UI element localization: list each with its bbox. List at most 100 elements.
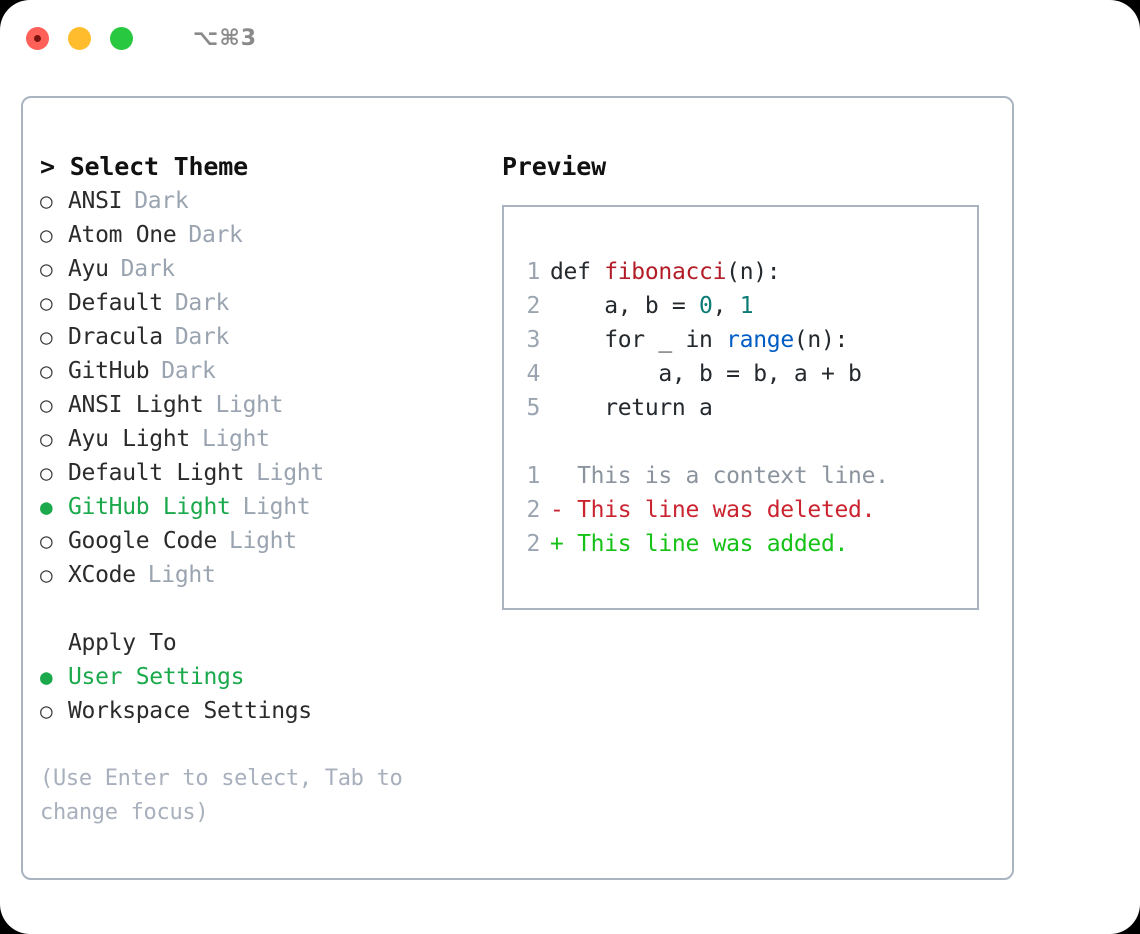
apply-to-option[interactable]: ○ Workspace Settings: [40, 694, 502, 728]
theme-category-tag: Light: [256, 460, 324, 486]
code-token: 0: [699, 293, 713, 319]
line-number: 2: [526, 497, 540, 523]
code-token: range: [726, 327, 794, 353]
theme-category-tag: Dark: [120, 256, 176, 282]
radio-unselected-icon[interactable]: ○: [40, 291, 53, 315]
code-token: fibonacci: [604, 259, 727, 285]
radio-unselected-icon[interactable]: ○: [40, 189, 53, 213]
code-token: (n):: [726, 259, 781, 285]
line-number: 2: [526, 293, 540, 319]
code-line: 2 a, b = 0, 1: [504, 289, 977, 323]
window-controls: [26, 26, 133, 50]
radio-selected-icon[interactable]: ●: [40, 665, 53, 689]
apply-to-label: Workspace Settings: [68, 698, 312, 724]
code-token: a, b =: [550, 293, 700, 319]
line-number: 1: [526, 463, 540, 489]
line-number: 5: [526, 395, 540, 421]
code-token: 1: [739, 293, 754, 319]
theme-list-item[interactable]: ○ Default Light Light: [40, 456, 502, 490]
theme-name: XCode: [68, 562, 136, 588]
code-line: 1 def fibonacci(n):: [504, 255, 977, 289]
radio-unselected-icon[interactable]: ○: [40, 427, 53, 451]
code-gap: [504, 425, 977, 459]
radio-unselected-icon[interactable]: ○: [40, 393, 53, 417]
radio-unselected-icon[interactable]: ○: [40, 529, 53, 553]
radio-unselected-icon[interactable]: ○: [40, 325, 53, 349]
theme-list-item[interactable]: ○ Dracula Dark: [40, 320, 502, 354]
close-button[interactable]: [26, 26, 49, 50]
diff-line: 2 - This line was deleted.: [504, 493, 977, 527]
theme-list-item[interactable]: ○ Ayu Dark: [40, 252, 502, 286]
code-line: 4 a, b = b, a + b: [504, 357, 977, 391]
title-bar: ⌥⌘3: [0, 0, 1140, 76]
theme-category-tag: Light: [229, 528, 297, 554]
theme-category-tag: Light: [201, 426, 270, 452]
code-text: return a: [550, 391, 713, 425]
line-number: 4: [526, 361, 540, 387]
theme-list-item[interactable]: ○ Atom One Dark: [40, 218, 502, 252]
theme-list-item[interactable]: ○ Ayu Light Light: [40, 422, 502, 456]
code-line: 5 return a: [504, 391, 977, 425]
theme-name: ANSI: [68, 188, 123, 214]
theme-list-item[interactable]: ● GitHub Light Light: [40, 490, 502, 524]
code-text: def fibonacci(n):: [550, 255, 781, 289]
theme-name: Default Light: [68, 460, 245, 486]
theme-category-tag: Dark: [174, 324, 230, 350]
code-token: ,: [712, 293, 740, 319]
select-theme-header: > Select Theme: [40, 152, 248, 181]
theme-name: Ayu: [68, 256, 109, 282]
diff-text: - This line was deleted.: [550, 497, 876, 523]
theme-name: ANSI Light: [68, 392, 204, 418]
radio-unselected-icon[interactable]: ○: [40, 223, 53, 247]
theme-category-tag: Light: [147, 562, 216, 588]
code-token: a, b = b, a + b: [550, 361, 862, 387]
apply-to-header: Apply To: [68, 630, 177, 656]
diff-text: This is a context line.: [550, 463, 889, 489]
theme-category-tag: Dark: [188, 222, 243, 248]
code-text: a, b = b, a + b: [550, 357, 862, 391]
code-text: a, b = 0, 1: [550, 289, 753, 323]
theme-list-item[interactable]: ○ GitHub Dark: [40, 354, 502, 388]
radio-selected-icon[interactable]: ●: [40, 495, 53, 519]
apply-to-option[interactable]: ● User Settings: [40, 660, 502, 694]
apply-to-list[interactable]: ● User Settings ○ Workspace Settings: [40, 660, 502, 728]
radio-unselected-icon[interactable]: ○: [40, 359, 53, 383]
line-number: 1: [526, 259, 540, 285]
radio-unselected-icon[interactable]: ○: [40, 563, 53, 587]
theme-category-tag: Light: [215, 392, 284, 418]
code-token: for _ in: [550, 327, 727, 353]
theme-list-item[interactable]: ○ ANSI Light Light: [40, 388, 502, 422]
theme-list-item[interactable]: ○ XCode Light: [40, 558, 502, 592]
code-line: 3 for _ in range(n):: [504, 323, 977, 357]
radio-unselected-icon[interactable]: ○: [40, 257, 53, 281]
theme-category-tag: Dark: [134, 188, 189, 214]
theme-category-tag: Dark: [161, 358, 216, 384]
theme-name: Atom One: [68, 222, 177, 248]
theme-name: GitHub Light: [68, 494, 231, 520]
theme-name: Dracula: [68, 324, 163, 350]
theme-category-tag: Light: [242, 494, 311, 520]
diff-line: 1 This is a context line.: [504, 459, 977, 493]
code-token: return a: [550, 395, 713, 421]
code-text: for _ in range(n):: [550, 323, 848, 357]
radio-unselected-icon[interactable]: ○: [40, 699, 53, 723]
theme-name: Ayu Light: [68, 426, 190, 452]
minimize-button[interactable]: [68, 26, 91, 50]
apply-to-label: User Settings: [68, 664, 245, 690]
keyboard-shortcut-label: ⌥⌘3: [193, 25, 258, 51]
theme-name: GitHub: [68, 358, 150, 384]
maximize-button[interactable]: [110, 26, 133, 50]
keyboard-hint: (Use Enter to select, Tab to change focu…: [40, 766, 403, 825]
radio-unselected-icon[interactable]: ○: [40, 461, 53, 485]
preview-header: Preview: [502, 152, 606, 181]
theme-list-item[interactable]: ○ ANSI Dark: [40, 184, 502, 218]
